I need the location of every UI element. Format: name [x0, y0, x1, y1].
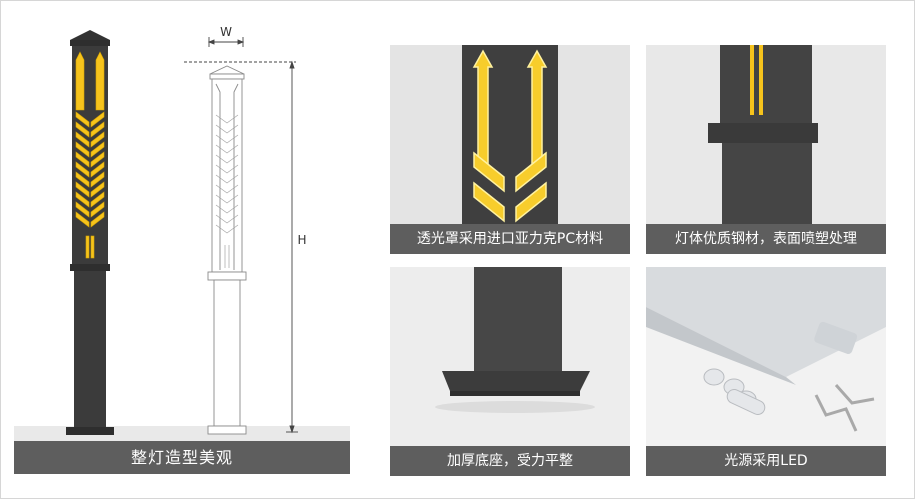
- left-caption: 整灯造型美观: [14, 441, 350, 474]
- tile-caption: 光源采用LED: [646, 446, 886, 476]
- tile-caption: 透光罩采用进口亚力克PC材料: [390, 224, 630, 254]
- outline-lamp-post: [207, 65, 247, 435]
- base-closeup-image: [390, 267, 630, 476]
- tile-led-source: 光源采用LED: [646, 267, 886, 476]
- ground-shadow: [14, 426, 350, 442]
- width-dimension: [207, 37, 245, 47]
- dark-lamp-post: [66, 30, 114, 435]
- tile-caption: 灯体优质钢材，表面喷塑处理: [646, 224, 886, 254]
- height-dimension: [184, 60, 298, 434]
- lamp-illustration: W H: [14, 25, 350, 442]
- led-closeup-image: [646, 267, 886, 476]
- tile-thick-base: 加厚底座，受力平整: [390, 267, 630, 476]
- height-label: H: [297, 233, 306, 247]
- steel-body-image: [646, 45, 886, 254]
- width-label: W: [220, 25, 232, 39]
- tile-caption: 加厚底座，受力平整: [390, 446, 630, 476]
- shade-closeup-image: [390, 45, 630, 254]
- tile-steel-body: 灯体优质钢材，表面喷塑处理: [646, 45, 886, 254]
- tile-shade-material: 透光罩采用进口亚力克PC材料: [390, 45, 630, 254]
